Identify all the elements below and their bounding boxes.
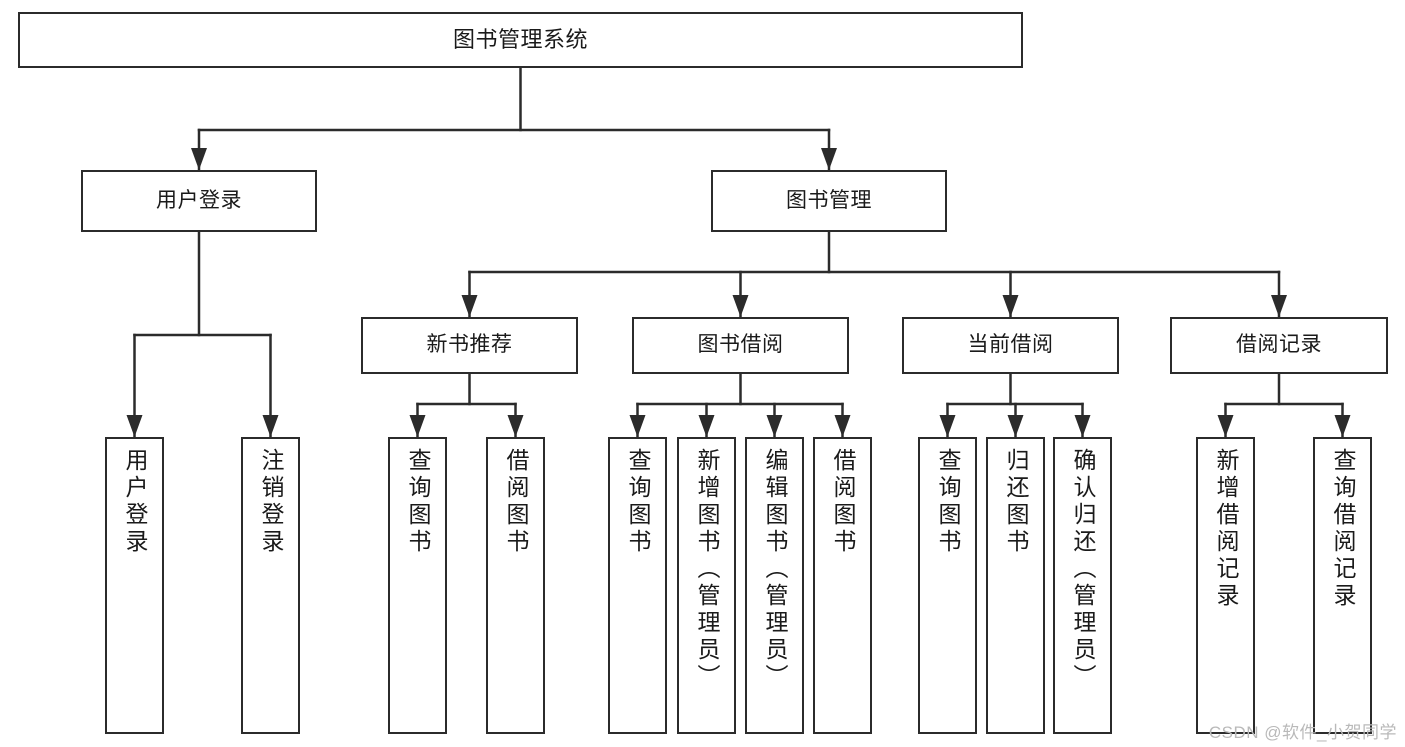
node-leaf-query-book-1[interactable]: 查询图书 [388, 437, 447, 734]
node-book-borrow[interactable]: 图书借阅 [632, 317, 849, 374]
node-leaf-borrow-book-1[interactable]: 借阅图书 [486, 437, 545, 734]
node-label: 新书推荐 [426, 333, 513, 357]
arrowhead-icon [1074, 415, 1091, 437]
watermark: CSDN @软件_小贺同学 [1208, 723, 1397, 742]
node-label: 借阅图书 [503, 448, 529, 556]
arrowhead-icon [698, 415, 715, 437]
arrowhead-icon [1007, 415, 1024, 437]
node-label: 查询图书 [625, 448, 651, 556]
node-leaf-query-book-3[interactable]: 查询图书 [918, 437, 977, 734]
node-user-login[interactable]: 用户登录 [81, 170, 317, 232]
arrowhead-icon [834, 415, 851, 437]
arrowhead-icon [1002, 295, 1019, 317]
arrowhead-icon [126, 415, 143, 437]
node-label: 编辑图书（管理员） [762, 448, 788, 691]
arrowhead-icon [409, 415, 426, 437]
node-label: 借阅图书 [830, 448, 856, 556]
node-label: 借阅记录 [1236, 333, 1322, 357]
arrowhead-icon [1217, 415, 1234, 437]
arrowhead-icon [939, 415, 956, 437]
node-label: 用户登录 [156, 188, 242, 212]
arrowhead-icon [507, 415, 524, 437]
node-label: 查询借阅记录 [1330, 448, 1356, 610]
arrowhead-icon [1334, 415, 1351, 437]
node-leaf-return-book[interactable]: 归还图书 [986, 437, 1045, 734]
node-book-manage[interactable]: 图书管理 [711, 170, 947, 232]
node-leaf-add-borrow-record[interactable]: 新增借阅记录 [1196, 437, 1255, 734]
arrowhead-icon [191, 148, 207, 170]
node-borrow-record[interactable]: 借阅记录 [1170, 317, 1388, 374]
node-label: 查询图书 [405, 448, 431, 556]
node-label: 用户登录 [122, 448, 148, 556]
node-leaf-borrow-book-2[interactable]: 借阅图书 [813, 437, 872, 734]
node-current-borrow[interactable]: 当前借阅 [902, 317, 1119, 374]
node-label: 当前借阅 [967, 333, 1054, 357]
node-label: 图书借阅 [697, 333, 784, 357]
node-new-book-recommend[interactable]: 新书推荐 [361, 317, 578, 374]
arrowhead-icon [821, 148, 837, 170]
node-leaf-query-book-2[interactable]: 查询图书 [608, 437, 667, 734]
node-label: 新增借阅记录 [1213, 448, 1239, 610]
node-label: 图书管理系统 [452, 27, 588, 53]
node-leaf-confirm-return-admin[interactable]: 确认归还（管理员） [1053, 437, 1112, 734]
node-leaf-user-login[interactable]: 用户登录 [105, 437, 164, 734]
node-root[interactable]: 图书管理系统 [18, 12, 1023, 68]
node-label: 新增图书（管理员） [694, 448, 720, 691]
node-label: 确认归还（管理员） [1070, 448, 1096, 691]
arrowhead-icon [262, 415, 279, 437]
node-label: 查询图书 [935, 448, 961, 556]
arrowhead-icon [1271, 295, 1287, 317]
node-label: 图书管理 [786, 188, 872, 212]
node-label: 归还图书 [1003, 448, 1029, 556]
node-leaf-query-borrow-record[interactable]: 查询借阅记录 [1313, 437, 1372, 734]
node-leaf-user-logout[interactable]: 注销登录 [241, 437, 300, 734]
arrowhead-icon [629, 415, 646, 437]
node-label: 注销登录 [258, 448, 284, 556]
arrowhead-icon [732, 295, 749, 317]
node-leaf-edit-book-admin[interactable]: 编辑图书（管理员） [745, 437, 804, 734]
node-leaf-add-book-admin[interactable]: 新增图书（管理员） [677, 437, 736, 734]
arrowhead-icon [766, 415, 783, 437]
arrowhead-icon [461, 295, 478, 317]
